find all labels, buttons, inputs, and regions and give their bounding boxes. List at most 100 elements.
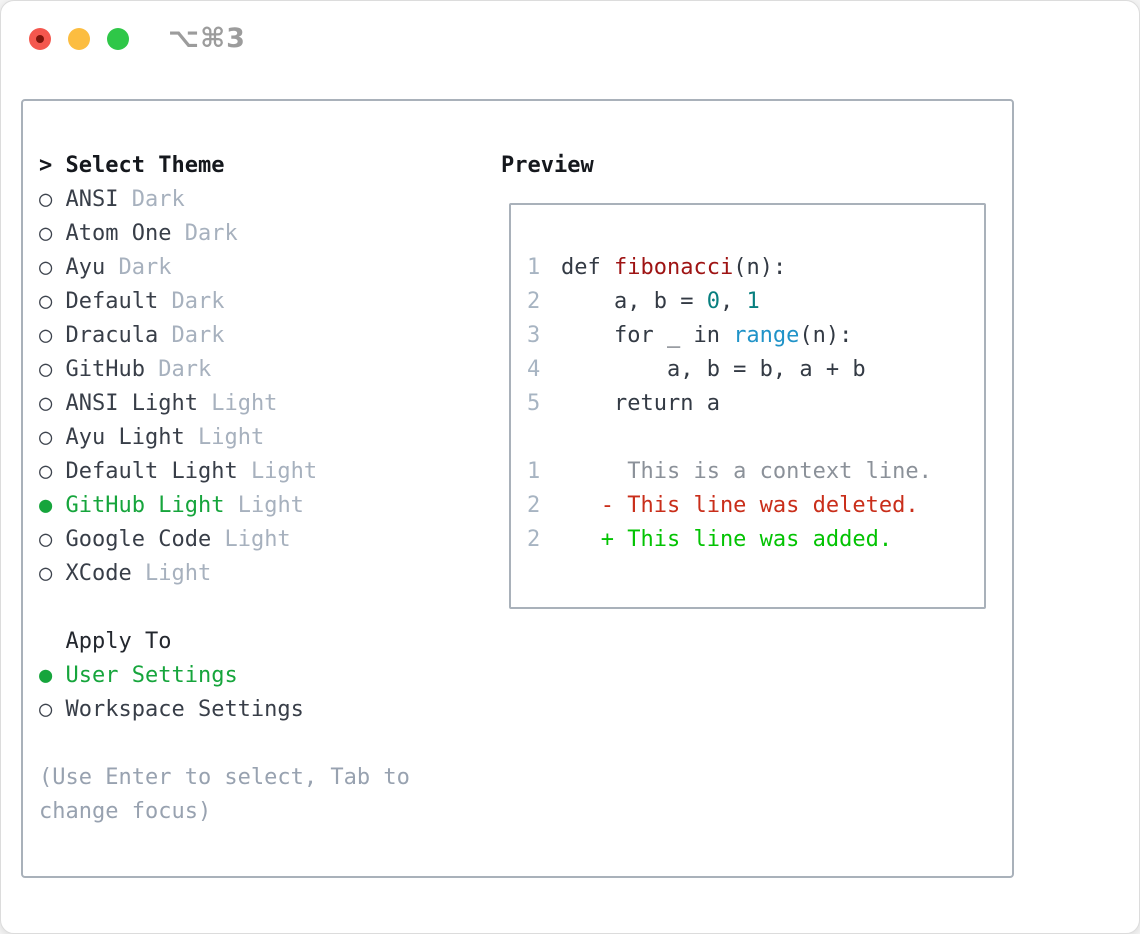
code-segment-code: , (719, 289, 747, 314)
option-label: Google Code (65, 527, 212, 552)
radio-selected-icon: ● (39, 663, 53, 688)
option-variant-label: Dark (171, 323, 225, 348)
code-line: 2 + This line was added. (527, 523, 932, 557)
hint-line: change focus) (39, 799, 212, 824)
radio-icon: ○ (39, 289, 53, 314)
option-variant-label: Dark (171, 289, 225, 314)
code-line: 2 a, b = 0, 1 (527, 285, 932, 319)
option-variant-label: Dark (158, 357, 212, 382)
spacer (39, 591, 410, 625)
code-segment-code: (n): (733, 255, 787, 280)
radio-icon: ○ (39, 459, 53, 484)
line-number: 2 (527, 527, 541, 552)
code-line: 5 return a (527, 387, 932, 421)
hint-line: (Use Enter to select, Tab to (39, 765, 410, 790)
option-label: GitHub Light (65, 493, 225, 518)
theme-option[interactable]: ● GitHub Light Light (39, 489, 410, 523)
theme-option[interactable]: ○ Dracula Dark (39, 319, 410, 353)
code-line: 2 - This line was deleted. (527, 489, 932, 523)
option-variant-label: Light (250, 459, 318, 484)
code-line: 3 for _ in range(n): (527, 319, 932, 353)
code-segment-code: a, b = b, a + b (561, 357, 866, 382)
option-variant-label: Light (211, 391, 278, 416)
theme-option[interactable]: ○ Ayu Light Light (39, 421, 410, 455)
line-number: 2 (527, 289, 541, 314)
code-segment-code: def (561, 255, 614, 280)
option-label: User Settings (65, 663, 238, 688)
line-number: 1 (527, 255, 541, 280)
hint-text: (Use Enter to select, Tab to change focus… (39, 761, 410, 829)
code-segment-builtin: range (733, 323, 800, 348)
close-button[interactable] (29, 28, 51, 50)
theme-list-column: > Select Theme ○ ANSI Dark○ Atom One Dar… (39, 149, 410, 829)
code-line: 1 This is a context line. (527, 455, 932, 489)
option-variant-label: Light (197, 425, 265, 450)
option-variant-label: Light (224, 527, 291, 552)
spacer (39, 727, 410, 761)
code-segment-code: for _ in (561, 323, 734, 348)
line-number: 2 (527, 493, 541, 518)
theme-option[interactable]: ○ XCode Light (39, 557, 410, 591)
option-label: Ayu (65, 255, 106, 280)
code-segment-number: 0 (706, 289, 720, 314)
radio-icon: ○ (39, 255, 53, 280)
option-label: XCode (65, 561, 132, 586)
minimize-button[interactable] (68, 28, 90, 50)
theme-option[interactable]: ○ Ayu Dark (39, 251, 410, 285)
theme-option[interactable]: ○ GitHub Dark (39, 353, 410, 387)
code-line: 4 a, b = b, a + b (527, 353, 932, 387)
apply-to-list: ● User Settings○ Workspace Settings (39, 659, 410, 727)
select-theme-header: > Select Theme (39, 149, 410, 183)
apply-to-header: Apply To (39, 625, 410, 659)
option-variant-label: Light (144, 561, 212, 586)
theme-option[interactable]: ○ Google Code Light (39, 523, 410, 557)
line-number: 5 (527, 391, 541, 416)
title-bar: ⌥⌘3 (1, 1, 1139, 77)
select-theme-label: Select Theme (65, 153, 225, 178)
apply-to-option[interactable]: ● User Settings (39, 659, 410, 693)
option-label: Workspace Settings (65, 697, 304, 722)
radio-icon: ○ (39, 425, 53, 450)
selection-cursor-icon: > (39, 153, 53, 178)
radio-icon: ○ (39, 527, 53, 552)
code-line: 1 def fibonacci(n): (527, 251, 932, 285)
code-segment-code: return a (561, 391, 720, 416)
option-label: ANSI (65, 187, 119, 212)
radio-icon: ○ (39, 187, 53, 212)
code-segment-code: (n): (799, 323, 853, 348)
theme-option[interactable]: ○ Default Light Light (39, 455, 410, 489)
theme-option[interactable]: ○ ANSI Dark (39, 183, 410, 217)
option-variant-label: Light (237, 493, 304, 518)
theme-option[interactable]: ○ Atom One Dark (39, 217, 410, 251)
radio-icon: ○ (39, 391, 53, 416)
radio-icon: ○ (39, 697, 53, 722)
code-segment-title: fibonacci (613, 255, 734, 280)
radio-icon: ○ (39, 323, 53, 348)
theme-picker-panel: > Select Theme ○ ANSI Dark○ Atom One Dar… (21, 99, 1014, 878)
radio-icon: ○ (39, 221, 53, 246)
theme-list: ○ ANSI Dark○ Atom One Dark○ Ayu Dark○ De… (39, 183, 410, 591)
option-label: ANSI Light (65, 391, 198, 416)
theme-option[interactable]: ○ ANSI Light Light (39, 387, 410, 421)
zoom-button[interactable] (107, 28, 129, 50)
code-line (527, 421, 932, 455)
theme-option[interactable]: ○ Default Dark (39, 285, 410, 319)
preview-label: Preview (501, 153, 594, 178)
apply-to-label: Apply To (65, 629, 172, 654)
code-segment-added: + This line was added. (561, 527, 893, 552)
option-label: Ayu Light (65, 425, 185, 450)
code-segment-context: This is a context line. (561, 459, 932, 484)
option-label: Default (65, 289, 159, 314)
code-segment-number: 1 (746, 289, 760, 314)
code-segment-code: a, b = (561, 289, 707, 314)
option-label: Atom One (65, 221, 172, 246)
apply-to-option[interactable]: ○ Workspace Settings (39, 693, 410, 727)
radio-icon: ○ (39, 561, 53, 586)
option-variant-label: Dark (118, 255, 172, 280)
option-variant-label: Dark (131, 187, 185, 212)
option-variant-label: Dark (184, 221, 238, 246)
